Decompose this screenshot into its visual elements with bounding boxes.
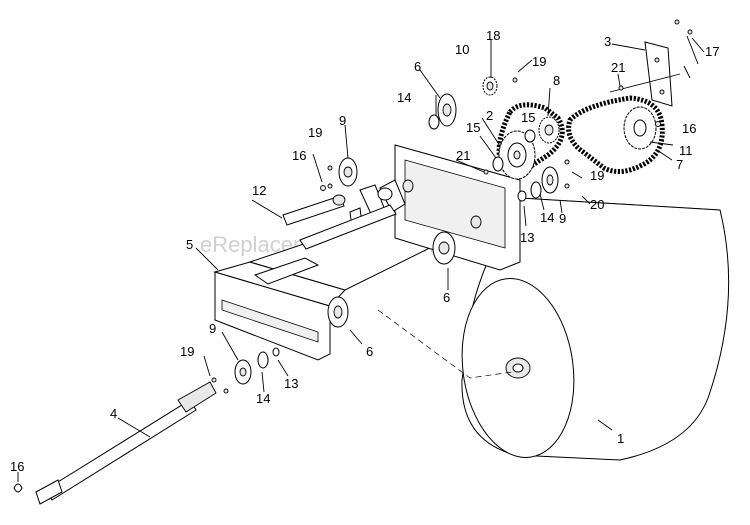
collar-15-center[interactable] [524, 129, 536, 143]
bearing-flange-left[interactable] [327, 296, 349, 328]
callout-14-lower[interactable]: 14 [256, 391, 270, 406]
drive-chain-front[interactable] [496, 102, 565, 174]
callout-19-left[interactable]: 19 [308, 125, 322, 140]
sprocket-idler[interactable] [538, 116, 560, 144]
sprocket-small-top[interactable] [482, 76, 498, 96]
callout-6-top[interactable]: 6 [414, 59, 421, 74]
hardware-nuts [13, 19, 699, 493]
bearing-14-top[interactable] [428, 114, 440, 130]
roller-drum[interactable] [377, 197, 730, 465]
flangette-upper-left[interactable] [338, 157, 358, 187]
mounting-bracket[interactable] [609, 41, 681, 107]
callout-16-right[interactable]: 16 [682, 121, 696, 136]
sprocket-large[interactable] [498, 130, 536, 180]
callout-15-center[interactable]: 15 [521, 110, 535, 125]
callout-14-top[interactable]: 14 [397, 90, 411, 105]
callout-1[interactable]: 1 [617, 431, 624, 446]
washer-13-right[interactable] [517, 190, 527, 202]
axle-shaft[interactable] [35, 381, 217, 505]
callout-9-right[interactable]: 9 [559, 211, 566, 226]
bearing-flange-right[interactable] [432, 231, 456, 265]
callout-9-top[interactable]: 9 [339, 113, 346, 128]
callout-20[interactable]: 20 [590, 197, 604, 212]
callout-10[interactable]: 10 [455, 42, 469, 57]
callout-3[interactable]: 3 [604, 34, 611, 49]
callout-2[interactable]: 2 [486, 108, 493, 123]
flangette-right[interactable] [541, 166, 559, 194]
sprocket-drive[interactable] [623, 106, 657, 150]
bearing-14-right[interactable] [530, 181, 542, 199]
callout-14-right[interactable]: 14 [540, 210, 554, 225]
flangette-lower[interactable] [234, 359, 252, 385]
callout-6-center[interactable]: 6 [443, 290, 450, 305]
callout-16-left[interactable]: 16 [292, 148, 306, 163]
leader-lines [17, 37, 705, 482]
washer-13-lower[interactable] [272, 347, 280, 357]
callout-12[interactable]: 12 [252, 183, 266, 198]
callout-5[interactable]: 5 [186, 237, 193, 252]
bearing-14-lower[interactable] [257, 351, 269, 369]
callout-19-lower[interactable]: 19 [180, 344, 194, 359]
callout-6-lower[interactable]: 6 [366, 344, 373, 359]
callout-17[interactable]: 17 [705, 44, 719, 59]
callout-19-right[interactable]: 19 [590, 168, 604, 183]
callout-11[interactable]: 11 [679, 143, 693, 158]
bearing-flange-top[interactable] [437, 93, 457, 127]
secondary-shaft[interactable] [282, 194, 346, 226]
collar-15-left[interactable] [492, 156, 504, 172]
callout-18[interactable]: 18 [486, 28, 500, 43]
callout-4[interactable]: 4 [110, 406, 117, 421]
callout-19-top[interactable]: 19 [532, 54, 546, 69]
callout-8[interactable]: 8 [553, 73, 560, 88]
callout-7[interactable]: 7 [676, 157, 683, 172]
callout-13-lower[interactable]: 13 [284, 376, 298, 391]
roller-frame[interactable] [213, 144, 521, 361]
callout-15-left[interactable]: 15 [466, 120, 480, 135]
callout-13-right[interactable]: 13 [520, 230, 534, 245]
callout-9-lower[interactable]: 9 [209, 321, 216, 336]
callout-labels: 1 2 3 4 5 6 6 6 7 8 9 9 9 10 11 12 13 13… [10, 28, 719, 474]
callout-21-top[interactable]: 21 [611, 60, 625, 75]
drive-chain-rear[interactable] [566, 95, 665, 174]
callout-21-left[interactable]: 21 [456, 148, 470, 163]
callout-16-bottom[interactable]: 16 [10, 459, 24, 474]
